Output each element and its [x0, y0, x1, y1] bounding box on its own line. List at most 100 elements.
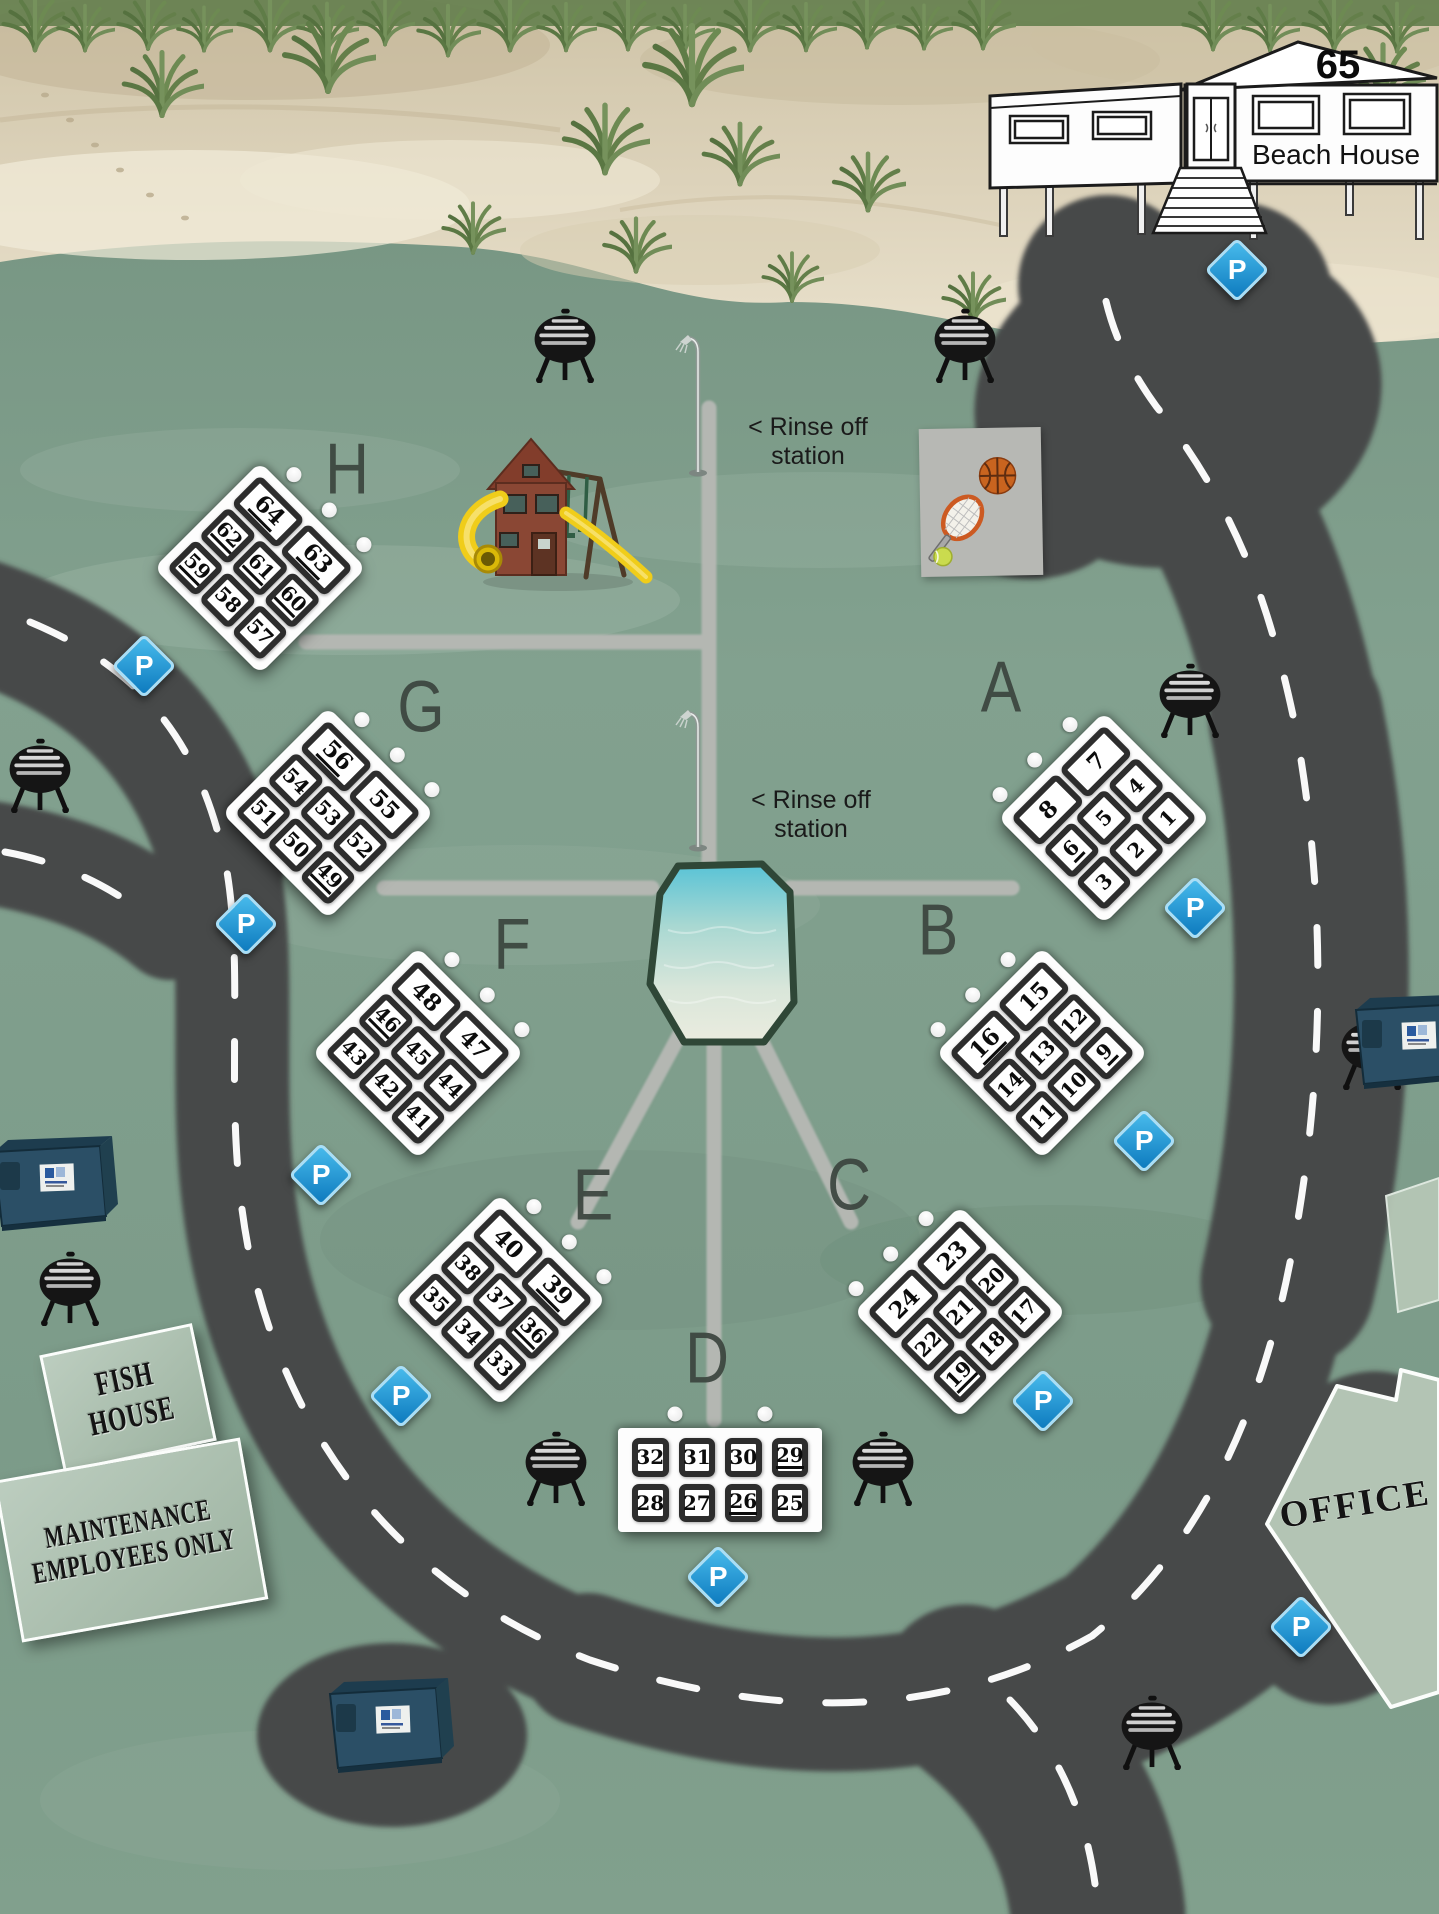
- site-number: 21: [941, 1293, 979, 1331]
- site-number: 24: [883, 1283, 925, 1325]
- site-number: 15: [1013, 976, 1055, 1018]
- site-number: 4: [1122, 772, 1150, 800]
- rinse-label-line2: station: [774, 815, 848, 843]
- site-number: 60: [273, 580, 312, 619]
- hookup-dot: [1024, 749, 1046, 771]
- hookup-dot: [880, 1243, 902, 1265]
- site-number: 56: [315, 734, 359, 778]
- hookup-dot: [962, 984, 984, 1006]
- site-number: 27: [682, 1490, 711, 1515]
- sport-court: [918, 426, 1044, 578]
- site-number: 1: [1154, 804, 1182, 832]
- parking-letter: P: [1227, 254, 1247, 285]
- site-number: 64: [247, 489, 291, 533]
- site-number: 45: [399, 1034, 437, 1072]
- site-number: 51: [245, 794, 283, 832]
- hookup-dot: [511, 1019, 533, 1041]
- site-number: 19: [940, 1356, 979, 1395]
- site-number: 5: [1090, 804, 1118, 832]
- site-number: 26: [729, 1488, 758, 1515]
- site-number: 42: [367, 1066, 405, 1104]
- tennis-ball-icon: [933, 546, 953, 567]
- site-number: 62: [209, 516, 248, 555]
- rinse-label-line1: < Rinse off: [751, 786, 871, 814]
- section-label-A: A: [980, 645, 1022, 727]
- site-number: 50: [277, 826, 315, 864]
- site-number: 28: [636, 1490, 665, 1515]
- site-number: 10: [1055, 1066, 1093, 1104]
- rinse-label-line1: < Rinse off: [748, 413, 868, 441]
- section-label-G: G: [397, 665, 445, 747]
- site-number: 38: [449, 1249, 487, 1287]
- site-number: 48: [405, 976, 447, 1018]
- parking-letter: P: [1185, 892, 1205, 923]
- site-number: 63: [295, 537, 339, 581]
- parking-letter: P: [391, 1380, 411, 1411]
- site-number: 9: [1091, 1038, 1120, 1067]
- site-28: 28: [632, 1483, 669, 1522]
- site-32: 32: [632, 1438, 669, 1477]
- site-number: 18: [973, 1325, 1011, 1363]
- basketball-icon: [978, 456, 1017, 495]
- site-number: 39: [535, 1269, 579, 1313]
- section-label-F: F: [493, 902, 531, 984]
- parking-letter: P: [1134, 1125, 1154, 1156]
- site-29: 29: [771, 1438, 808, 1477]
- site-number: 11: [1023, 1098, 1061, 1136]
- site-number: 41: [399, 1098, 437, 1136]
- site-number: 22: [909, 1325, 947, 1363]
- site-number: 33: [481, 1345, 519, 1383]
- site-number: 47: [453, 1024, 495, 1066]
- site-number: 3: [1090, 868, 1118, 896]
- site-number: 7: [1080, 746, 1112, 778]
- hookup-dot: [476, 984, 498, 1006]
- section-label-E: E: [572, 1153, 614, 1235]
- section-label-H: H: [325, 427, 369, 509]
- site-number: 32: [636, 1445, 665, 1470]
- hookup-dot: [353, 534, 375, 556]
- site-30: 30: [725, 1438, 762, 1477]
- hookup-dot: [523, 1196, 545, 1218]
- site-number: 31: [682, 1445, 711, 1470]
- site-number: 12: [1055, 1002, 1093, 1040]
- site-number: 13: [1023, 1034, 1061, 1072]
- site-25: 25: [771, 1483, 808, 1522]
- hookup-dot: [845, 1278, 867, 1300]
- rinse-label-line2: station: [771, 442, 845, 470]
- hookup-dot: [989, 784, 1011, 806]
- site-number: 20: [973, 1261, 1011, 1299]
- site-number: 54: [277, 762, 315, 800]
- site-26: 26: [725, 1483, 762, 1522]
- site-number: 55: [363, 784, 405, 826]
- parking-letter: P: [1033, 1385, 1053, 1416]
- hookup-dot: [441, 949, 463, 971]
- hookup-dot: [915, 1208, 937, 1230]
- section-label-B: B: [917, 888, 959, 970]
- site-number: 58: [209, 581, 247, 619]
- parking-letter: P: [134, 650, 154, 681]
- site-number: 23: [931, 1235, 973, 1277]
- hookup-dot: [927, 1019, 949, 1041]
- site-number: 52: [341, 826, 379, 864]
- site-number: 6: [1057, 835, 1086, 864]
- site-number: 43: [335, 1034, 373, 1072]
- site-number: 16: [963, 1022, 1007, 1066]
- hookup-dot: [1059, 714, 1081, 736]
- hookup-dot: [757, 1406, 773, 1422]
- site-number: 53: [309, 794, 347, 832]
- parking-letter: P: [311, 1159, 331, 1190]
- site-number: 8: [1032, 794, 1064, 826]
- hookup-dot: [421, 779, 443, 801]
- site-number: 44: [431, 1066, 469, 1104]
- site-number: 36: [513, 1312, 552, 1351]
- site-31: 31: [678, 1438, 715, 1477]
- site-number: 34: [449, 1313, 487, 1351]
- parking-letter: P: [236, 908, 256, 939]
- section-label-D: D: [685, 1316, 729, 1398]
